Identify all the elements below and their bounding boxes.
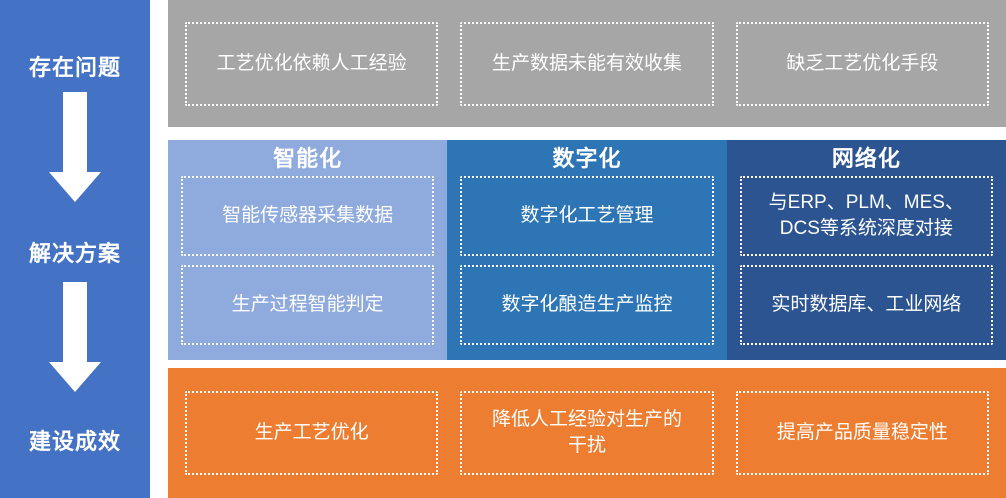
problem-box-manual-experience: 工艺优化依赖人工经验 (185, 21, 439, 106)
column-header-digital: 数字化 (552, 146, 622, 171)
solution-box-digital-process-mgmt: 数字化工艺管理 (460, 176, 714, 256)
solutions-column-networked: 网络化 与ERP、PLM、MES、DCS等系统深度对接 实时数据库、工业网络 (726, 140, 1006, 360)
stage-sidebar: 存在问题 解决方案 建设成效 (0, 0, 150, 498)
result-box-process-optimization: 生产工艺优化 (185, 391, 439, 475)
arrow-head (49, 362, 101, 392)
down-arrow-icon (49, 282, 101, 392)
solution-box-brewing-monitoring: 数字化酿造生产监控 (460, 265, 714, 345)
arrow-stem (63, 282, 87, 362)
result-box-quality-stability: 提高产品质量稳定性 (735, 391, 989, 475)
arrow-head (49, 172, 101, 202)
solutions-band: 智能化 智能传感器采集数据 生产过程智能判定 数字化 数字化工艺管理 数字化酿造… (168, 140, 1006, 360)
column-header-intelligent: 智能化 (273, 146, 343, 171)
solution-box-process-judgment: 生产过程智能判定 (181, 265, 435, 345)
arrow-stem (63, 92, 87, 172)
diagram-main: 工艺优化依赖人工经验 生产数据未能有效收集 缺乏工艺优化手段 智能化 智能传感器… (168, 0, 1006, 498)
problem-box-lack-optimization: 缺乏工艺优化手段 (735, 21, 989, 106)
solution-box-system-integration: 与ERP、PLM、MES、DCS等系统深度对接 (739, 176, 993, 256)
column-header-networked: 网络化 (831, 146, 901, 171)
stage-label-problems: 存在问题 (28, 55, 121, 80)
stage-label-solutions: 解决方案 (28, 241, 121, 266)
solutions-column-digital: 数字化 数字化工艺管理 数字化酿造生产监控 (447, 140, 727, 360)
stage-label-results: 建设成效 (28, 429, 121, 454)
solution-box-realtime-database: 实时数据库、工业网络 (739, 265, 993, 345)
problems-band: 工艺优化依赖人工经验 生产数据未能有效收集 缺乏工艺优化手段 (168, 0, 1006, 127)
results-band: 生产工艺优化 降低人工经验对生产的干扰 提高产品质量稳定性 (168, 368, 1006, 498)
down-arrow-icon (49, 92, 101, 202)
result-box-reduce-interference: 降低人工经验对生产的干扰 (460, 391, 714, 475)
problem-box-data-collection: 生产数据未能有效收集 (460, 21, 714, 106)
solutions-column-intelligent: 智能化 智能传感器采集数据 生产过程智能判定 (168, 140, 448, 360)
solution-box-smart-sensors: 智能传感器采集数据 (181, 176, 435, 256)
